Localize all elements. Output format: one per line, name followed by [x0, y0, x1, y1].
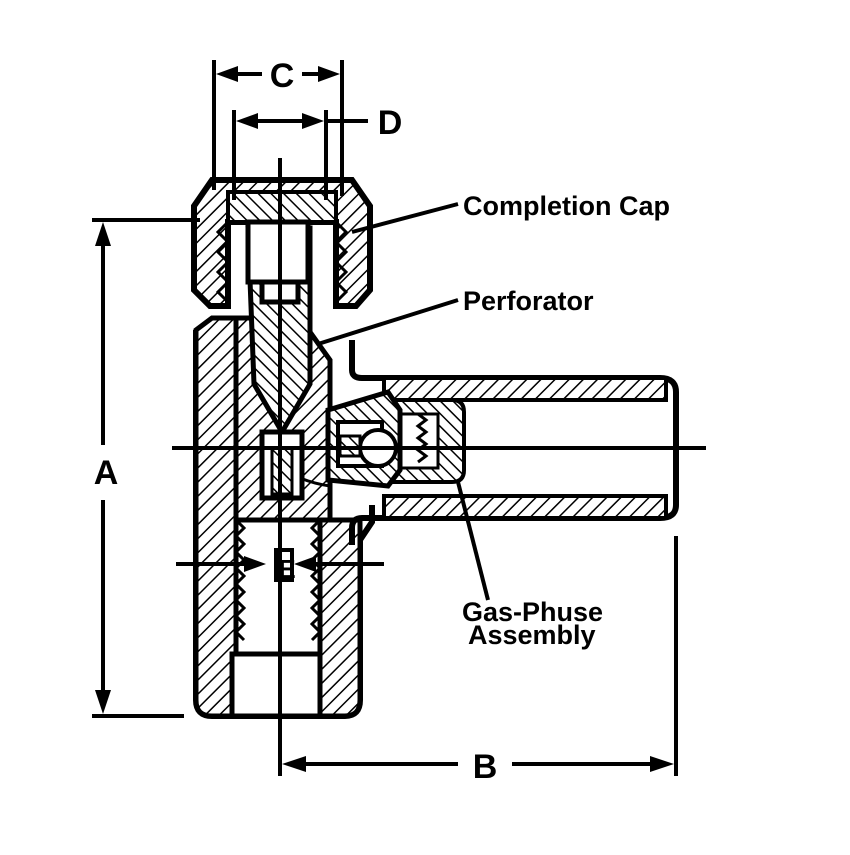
perforator-label: Perforator [463, 286, 594, 316]
dimension-d-label: D [378, 104, 403, 142]
gas-phase-assembly-label-line2: Assembly [468, 620, 596, 650]
completion-cap-label: Completion Cap [463, 191, 670, 221]
dimension-a-label: A [94, 454, 119, 492]
leader-lines [299, 202, 490, 601]
dimension-b-label: B [473, 748, 498, 786]
dimension-e-label: E [278, 554, 295, 584]
dimension-d [232, 110, 368, 200]
dimension-b [282, 536, 678, 776]
valve-body [193, 315, 375, 719]
dimension-e [176, 556, 384, 572]
dimension-a [92, 218, 200, 718]
dimension-c-label: C [270, 57, 295, 95]
centerlines [172, 158, 706, 776]
side-arm [349, 340, 679, 545]
gas-phase-assembly-label-line1: Gas-Phuse [462, 597, 603, 627]
dimension-c [212, 60, 344, 196]
